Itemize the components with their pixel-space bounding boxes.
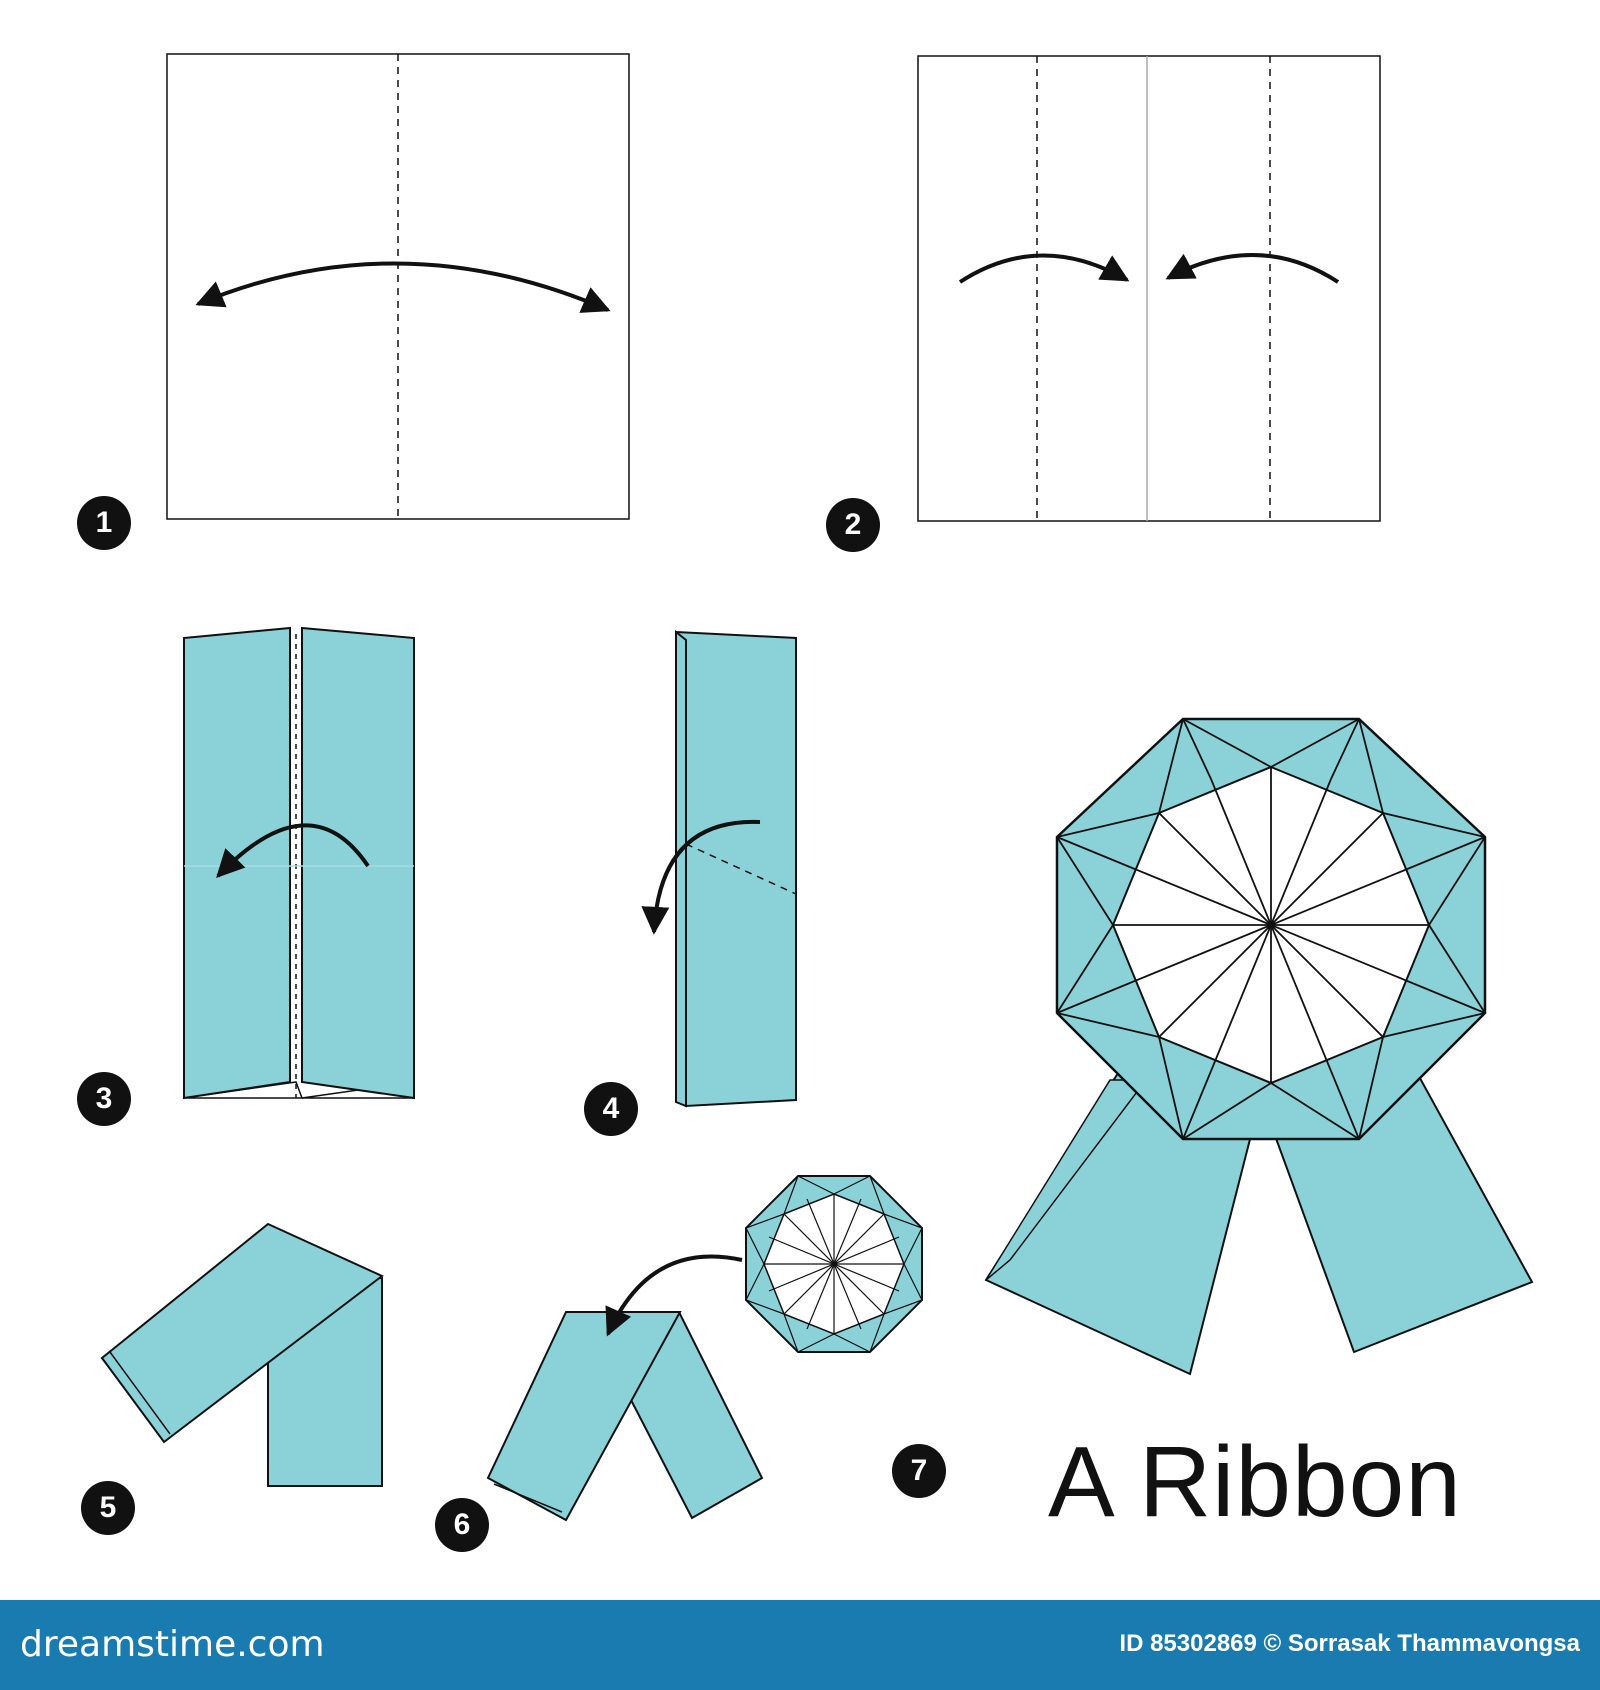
step-badge-3: 3: [77, 1072, 131, 1126]
footer-site-link[interactable]: dreamstime.com: [20, 1624, 325, 1665]
step-3-figure: [183, 626, 415, 1100]
step-badge-2: 2: [826, 498, 880, 552]
diagram-title: A Ribbon: [1048, 1426, 1462, 1538]
fold-down-arrow: [641, 819, 761, 935]
step-badge-6: 6: [435, 1498, 489, 1552]
footer-bar: dreamstime.com ID 85302869 © Sorrasak Th…: [0, 1600, 1600, 1690]
large-rosette: [1055, 717, 1487, 1141]
attach-arrow: [605, 1254, 743, 1337]
step-2-figure: [917, 55, 1381, 522]
footer-credit: ID 85302869 © Sorrasak Thammavongsa: [1119, 1630, 1580, 1657]
step-badge-5: 5: [81, 1481, 135, 1535]
origami-diagram: [100, 53, 1534, 1522]
step-7-figure: [984, 717, 1534, 1376]
left-fold-arrow: [958, 253, 1130, 284]
step-4-figure: [641, 629, 797, 1108]
step-badge-7: 7: [892, 1444, 946, 1498]
step-5-figure: [100, 1222, 384, 1487]
fold-over-arrow: [216, 823, 370, 879]
step-badge-4: 4: [584, 1082, 638, 1136]
step-badge-1: 1: [77, 496, 131, 550]
right-fold-arrow: [1165, 253, 1340, 284]
step-6-figure: [486, 1175, 923, 1522]
small-rosette: [745, 1175, 923, 1353]
step-1-figure: [166, 53, 630, 520]
valley-fold-arrow: [195, 261, 611, 313]
